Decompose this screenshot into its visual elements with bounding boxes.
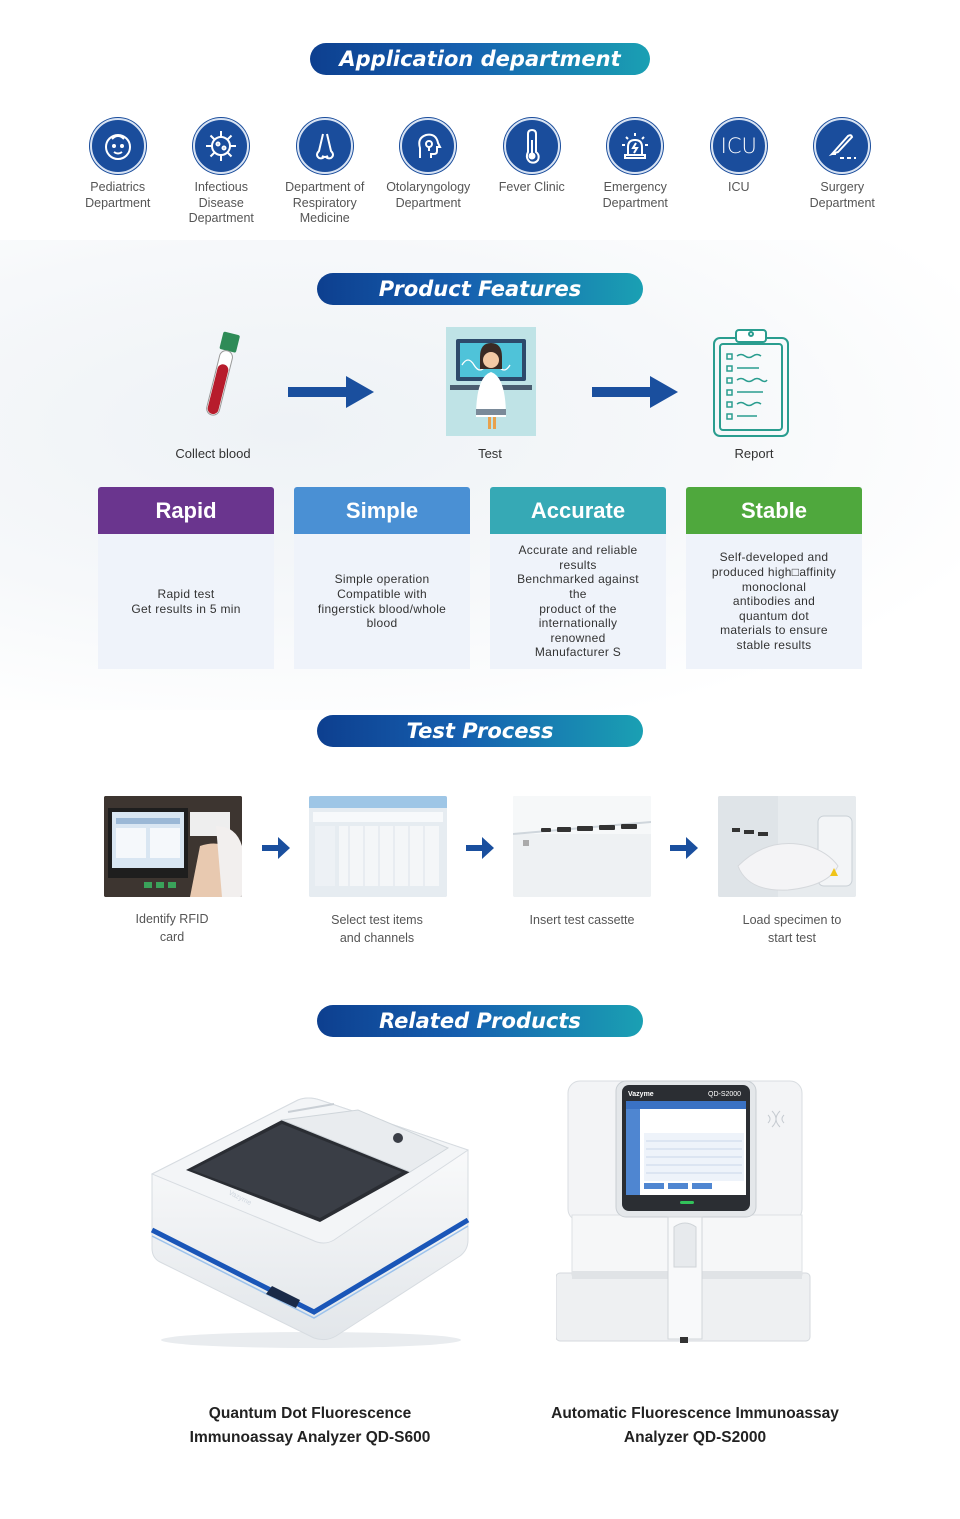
department-item: Pediatrics Department xyxy=(66,118,170,227)
feature-card-stable: Stable Self-developed and produced high□… xyxy=(686,487,862,669)
product-image-qd-s2000: Vazyme QD-S2000 xyxy=(555,1075,816,1345)
feature-card-title: Accurate xyxy=(490,487,666,534)
lab-technician-icon xyxy=(446,327,536,436)
siren-icon xyxy=(607,118,664,174)
feature-card-rapid: Rapid Rapid test Get results in 5 min xyxy=(98,487,274,669)
process-photo-specimen xyxy=(718,796,856,897)
feature-card-title: Simple xyxy=(294,487,470,534)
process-step-label: Identify RFID card xyxy=(135,912,209,944)
flow-label-test: Test xyxy=(478,446,502,461)
svg-text:Vazyme: Vazyme xyxy=(628,1091,654,1098)
feature-card-title: Rapid xyxy=(98,487,274,534)
feature-card-body: Self-developed and produced high□affinit… xyxy=(711,550,837,652)
svg-text:QD-S2000: QD-S2000 xyxy=(708,1091,741,1098)
department-item: Fever Clinic xyxy=(480,118,584,227)
process-step-label: Load specimen to start test xyxy=(742,913,842,945)
department-label: Fever Clinic xyxy=(498,180,565,194)
product-image-qd-s600: Vazyme xyxy=(148,1090,474,1350)
department-label: Otolaryngology Department xyxy=(386,180,471,210)
department-label: Department of Respiratory Medicine xyxy=(285,180,365,225)
department-item: ICU ICU xyxy=(687,118,791,227)
flow-label-collect: Collect blood xyxy=(175,446,251,461)
blood-tube-icon xyxy=(196,328,246,428)
section-title-features: Product Features xyxy=(317,273,643,305)
feature-card-body: Accurate and reliable results Benchmarke… xyxy=(517,543,639,660)
process-photo-select xyxy=(309,796,447,897)
product-label-qd-s2000: Automatic Fluorescence Immunoassay Analy… xyxy=(551,1405,839,1446)
department-item: Otolaryngology Department xyxy=(377,118,481,227)
feature-card-title: Stable xyxy=(686,487,862,534)
department-item: Department of Respiratory Medicine xyxy=(273,118,377,227)
arrow-right-icon xyxy=(262,837,290,864)
process-photo-cassette xyxy=(513,796,651,897)
department-label: Pediatrics Department xyxy=(85,180,151,210)
arrow-right-icon xyxy=(466,837,494,864)
department-item: Emergency Department xyxy=(584,118,688,227)
section-title-related: Related Products xyxy=(317,1005,643,1037)
feature-card-body: Simple operation Compatible with fingers… xyxy=(317,572,447,631)
feature-card-accurate: Accurate Accurate and reliable results B… xyxy=(490,487,666,669)
department-item: Infectious Disease Department xyxy=(170,118,274,227)
department-label: Emergency Department xyxy=(602,180,668,210)
flow-label-report: Report xyxy=(734,446,774,461)
ent-head-icon xyxy=(400,118,457,174)
department-label: ICU xyxy=(727,180,750,194)
section-title-application: Application department xyxy=(310,43,650,75)
process-photo-rfid xyxy=(104,796,242,897)
feature-card-body: Rapid test Get results in 5 min xyxy=(131,586,241,616)
product-label-qd-s600: Quantum Dot Fluorescence Immunoassay Ana… xyxy=(189,1405,431,1446)
scalpel-icon xyxy=(814,118,871,174)
icu-text-icon: ICU xyxy=(710,118,767,174)
section-title-process: Test Process xyxy=(317,715,643,747)
report-clipboard-icon xyxy=(710,326,792,445)
process-step-label: Insert test cassette xyxy=(529,913,635,927)
process-step-label: Select test items and channels xyxy=(331,913,423,945)
virus-icon xyxy=(193,118,250,174)
department-label: Surgery Department xyxy=(809,180,875,210)
department-label: Infectious Disease Department xyxy=(188,180,254,225)
thermometer-icon xyxy=(503,118,560,174)
department-list: Pediatrics Department Infectious Disease… xyxy=(66,118,894,227)
feature-card-simple: Simple Simple operation Compatible with … xyxy=(294,487,470,669)
lungs-nose-icon xyxy=(296,118,353,174)
arrow-right-icon xyxy=(592,376,678,413)
department-item: Surgery Department xyxy=(791,118,895,227)
arrow-right-icon xyxy=(670,837,698,864)
arrow-right-icon xyxy=(288,376,374,413)
child-face-icon xyxy=(89,118,146,174)
